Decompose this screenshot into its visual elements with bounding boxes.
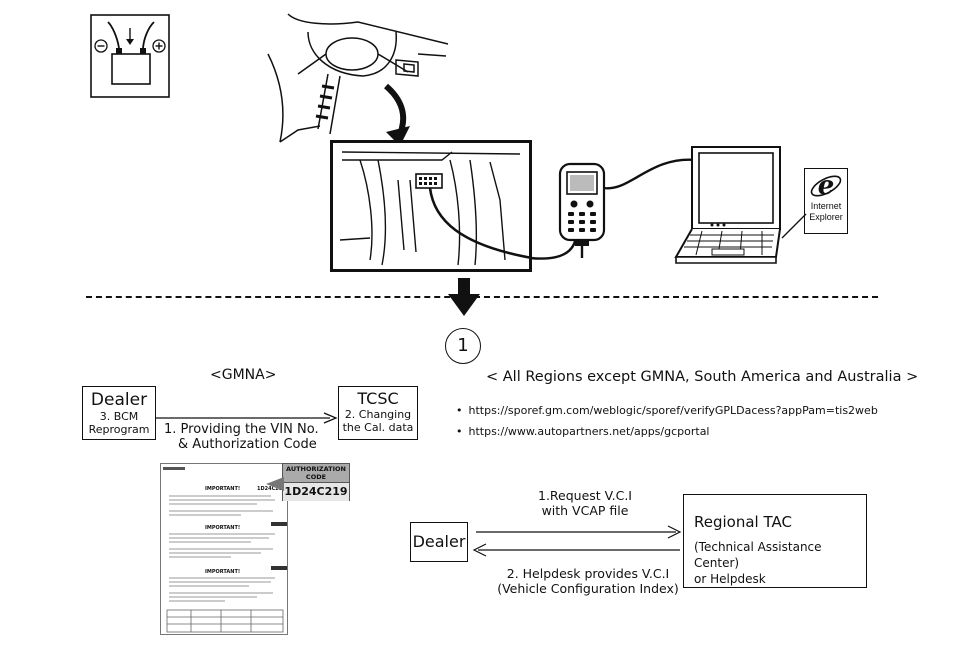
auth-header-line1: AUTHORIZATION [286, 465, 346, 473]
step-number: 1 [457, 335, 469, 356]
doc-important-3: IMPORTANT! [205, 569, 241, 575]
tcsc-line2: the Cal. data [342, 421, 414, 434]
gmna-arrow-label: 1. Providing the VIN No. & Authorization… [164, 422, 319, 452]
gmna-heading: <GMNA> [210, 367, 277, 383]
doc-small-code: 1D24C219 [257, 486, 286, 492]
gmna-arrow-label-line1: 1. Providing the VIN No. [164, 422, 319, 437]
internet-explorer-icon: e Internet Explorer [804, 168, 848, 234]
ie-logo-icon: e [810, 171, 842, 201]
request-arrow [476, 525, 682, 539]
dashed-separator [86, 296, 878, 298]
gmna-dealer-title: Dealer [90, 390, 148, 410]
tcsc-title: TCSC [357, 389, 399, 408]
laptop-cable [603, 158, 697, 190]
scan-tool-cable [529, 235, 578, 260]
auth-header: AUTHORIZATION CODE [283, 464, 349, 483]
authorization-code-callout: AUTHORIZATION CODE 1D24C219 [282, 463, 350, 501]
doc-important-1: IMPORTANT! [205, 486, 241, 492]
auth-header-line2: CODE [305, 473, 327, 481]
callout-pointer [266, 477, 284, 491]
tcsc-box: TCSC 2. Changing the Cal. data [338, 386, 418, 440]
ie-pointer-line [781, 213, 807, 239]
gmna-arrow-label-line2: & Authorization Code [178, 437, 317, 452]
response-line1: 2. Helpdesk provides V.C.I [506, 566, 670, 581]
response-arrow [472, 543, 680, 557]
url-sporef[interactable]: https://sporef.gm.com/weblogic/sporef/ve… [456, 404, 878, 417]
other-dealer-box: Dealer [410, 522, 468, 562]
other-regions-heading: < All Regions except GMNA, South America… [486, 369, 919, 385]
url-gcportal[interactable]: https://www.autopartners.net/apps/gcport… [456, 425, 710, 438]
ie-label-line1: Internet [810, 201, 842, 211]
response-line2: (Vehicle Configuration Index) [497, 581, 679, 596]
obd-connector-icon [330, 140, 533, 272]
gmna-dealer-line1: 3. BCM [99, 410, 139, 423]
tac-title: Regional TAC [694, 513, 792, 531]
auth-code-value: 1D24C219 [283, 483, 349, 501]
scan-tool-icon [558, 162, 606, 258]
svg-text:e: e [818, 171, 835, 201]
laptop-icon [674, 146, 781, 264]
steering-wheel-icon [267, 13, 449, 146]
document-text-lines [163, 467, 287, 633]
authorization-document: IMPORTANT! IMPORTANT! IMPORTANT! 1D24C21… [160, 463, 288, 635]
gmna-arrow [156, 412, 338, 424]
doc-important-2: IMPORTANT! [205, 525, 241, 531]
request-line1: 1.Request V.C.I [538, 488, 632, 503]
response-label: 2. Helpdesk provides V.C.I (Vehicle Conf… [488, 566, 688, 596]
step-number-circle: 1 [445, 328, 481, 364]
other-dealer-title: Dealer [412, 532, 466, 551]
ie-label-line2: Explorer [809, 212, 843, 222]
gmna-dealer-line2: Reprogram [88, 423, 150, 436]
gmna-dealer-box: Dealer 3. BCM Reprogram [82, 386, 156, 440]
tac-line1: (Technical Assistance Center) [694, 540, 822, 570]
down-arrow-icon [448, 278, 480, 316]
regional-tac-box: Regional TAC (Technical Assistance Cente… [683, 494, 867, 588]
tac-line2: or Helpdesk [694, 572, 766, 586]
request-line2: with VCAP file [541, 503, 629, 518]
battery-icon [90, 14, 170, 98]
request-label: 1.Request V.C.I with VCAP file [530, 488, 640, 518]
tcsc-line1: 2. Changing [344, 408, 412, 421]
